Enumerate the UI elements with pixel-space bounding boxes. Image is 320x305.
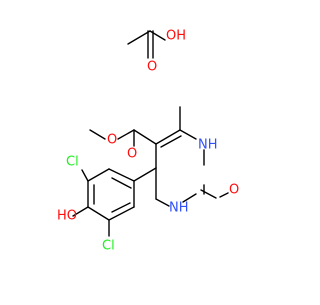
atom-label-o-ester-carbonyl: O	[127, 147, 137, 162]
bond	[111, 202, 131, 213]
bond	[155, 198, 170, 207]
bond	[133, 167, 157, 182]
bond	[108, 206, 135, 221]
bond	[149, 30, 166, 41]
bond	[219, 192, 229, 198]
bond	[117, 129, 135, 140]
bond	[81, 169, 89, 182]
bond	[87, 206, 110, 221]
chemical-structure-canvas: OH O O O NH O NH Cl HO Cl	[57, 29, 239, 254]
atom-label-o-acid: O	[147, 60, 157, 75]
bond	[111, 177, 132, 189]
bond	[160, 135, 182, 148]
bond	[182, 193, 197, 203]
bond	[108, 168, 135, 182]
atom-labels: OH O O O NH O NH Cl HO Cl	[57, 29, 239, 254]
atom-label-o-ester-single: O	[107, 133, 117, 148]
bond	[200, 189, 217, 199]
bond	[127, 30, 151, 45]
bond	[89, 129, 106, 140]
bond	[179, 129, 197, 140]
atom-label-ho-phenol: HO	[57, 209, 77, 224]
bonds	[72, 30, 229, 237]
atom-label-cl-lower: Cl	[102, 239, 115, 254]
atom-label-nh-upper: NH	[198, 138, 218, 153]
bond	[155, 129, 181, 145]
bond	[87, 168, 110, 182]
molecule-drawing: OH O O O NH O NH Cl HO Cl	[57, 29, 239, 254]
atom-label-o-urea: O	[229, 183, 239, 198]
bond	[133, 129, 157, 145]
atom-label-nh-lower: NH	[169, 201, 189, 216]
atom-label-oh-acid: OH	[166, 29, 186, 44]
bond	[72, 206, 89, 217]
atom-label-cl-upper: Cl	[66, 155, 79, 170]
